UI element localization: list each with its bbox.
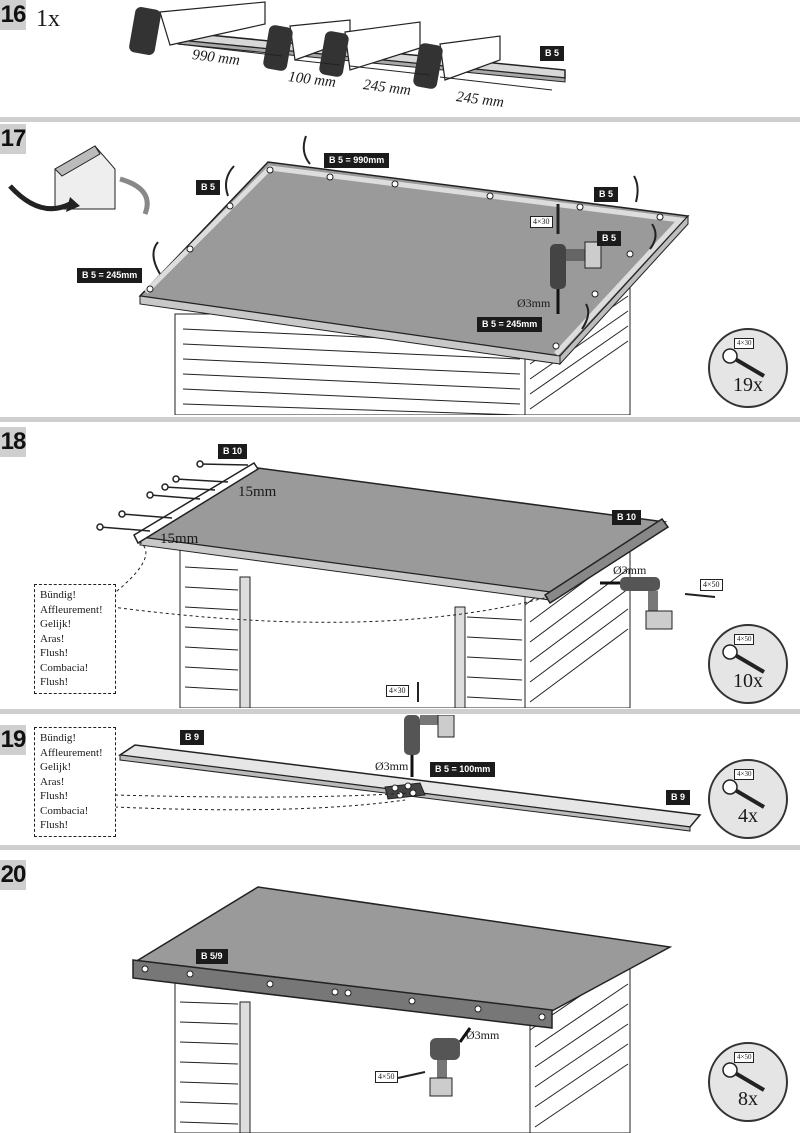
- step-17: 17: [0, 124, 800, 415]
- step-separator: [0, 709, 800, 714]
- part-label-b10-left: B 10: [218, 444, 248, 459]
- step-number: 18: [0, 427, 26, 457]
- screw-count-badge: 4×30 4x: [708, 759, 788, 839]
- part-label-b5-245-left: B 5 = 245mm: [77, 268, 143, 283]
- screw-size-label-top: 4×30: [386, 685, 409, 697]
- step-number: 17: [0, 124, 26, 154]
- roof-trim-illustration: [8, 135, 690, 415]
- part-label-b9-left: B 9: [180, 730, 205, 745]
- badge-screw-size: 4×50: [734, 634, 755, 645]
- flush-de: Bündig!: [40, 732, 77, 744]
- flush-fr: Affleurement!: [40, 746, 103, 759]
- screw-icon: [722, 644, 766, 674]
- part-label-b5-9: B 5/9: [196, 949, 228, 964]
- flush-it: Combacia!: [40, 804, 89, 817]
- step-number: 20: [0, 860, 26, 890]
- step-number: 16: [0, 0, 26, 30]
- part-label-b5-end: B 5: [597, 231, 622, 246]
- quantity-label: 1x: [36, 6, 60, 32]
- flush-tr: Aras!: [40, 775, 65, 788]
- gap-15mm-left: 15mm: [160, 531, 199, 547]
- flush-it: Combacia!: [40, 661, 89, 674]
- step-separator: [0, 845, 800, 850]
- step-19: 19 B 9 B 5 = 100mm B 9 Ø3mm Bündig! Affl…: [0, 715, 800, 843]
- screw-count-badge: 4×50 8x: [708, 1042, 788, 1122]
- flush-en: Flush!: [40, 647, 69, 659]
- step-18: 18: [0, 427, 800, 708]
- flush-de: Bündig!: [40, 589, 77, 601]
- flush-note: Bündig! Affleurement! Gelijk! Aras! Flus…: [34, 584, 116, 694]
- board-cutting-illustration: [129, 1, 566, 91]
- drill-diameter-label: Ø3mm: [375, 759, 409, 773]
- part-label-b5-990: B 5 = 990mm: [324, 153, 390, 168]
- part-label-b5-100: B 5 = 100mm: [430, 762, 496, 777]
- badge-count: 10x: [733, 670, 763, 692]
- screw-count-badge: 4×50 10x: [708, 624, 788, 704]
- screw-size-label: 4×50: [700, 579, 723, 591]
- part-label-b10-right: B 10: [612, 510, 642, 525]
- step-20: 20 B 5/9 Ø3mm 4×50: [0, 852, 800, 1133]
- badge-count: 19x: [733, 374, 763, 396]
- flush-en-2: Flush!: [40, 676, 69, 688]
- flush-note: Bündig! Affleurement! Gelijk! Aras! Flus…: [34, 727, 116, 837]
- screw-icon: [722, 348, 766, 378]
- badge-screw-size: 4×30: [734, 338, 755, 349]
- screw-icon: [722, 1062, 766, 1092]
- flush-en-2: Flush!: [40, 819, 69, 831]
- step-16: 16 1x B 5 990 mm 100 mm 245 mm 245 mm: [0, 0, 800, 116]
- flush-fr: Affleurement!: [40, 603, 103, 616]
- board-joining-illustration: [114, 715, 702, 832]
- gap-15mm-top: 15mm: [238, 484, 277, 500]
- step-separator: [0, 417, 800, 422]
- part-label-b5-245-right: B 5 = 245mm: [477, 317, 543, 332]
- badge-count: 8x: [738, 1088, 758, 1110]
- flush-nl: Gelijk!: [40, 618, 72, 630]
- badge-count: 4x: [738, 805, 758, 827]
- roof-edge-illustration: [96, 460, 716, 708]
- step-number: 19: [0, 725, 26, 755]
- flush-nl: Gelijk!: [40, 761, 72, 773]
- front-fascia-illustration: [132, 886, 673, 1133]
- flush-en: Flush!: [40, 790, 69, 802]
- screw-count-badge: 4×30 19x: [708, 328, 788, 408]
- flush-tr: Aras!: [40, 632, 65, 645]
- step-separator: [0, 117, 800, 122]
- part-label-b9-right: B 9: [666, 790, 691, 805]
- screw-size-label: 4×50: [375, 1071, 398, 1083]
- drill-diameter-label: Ø3mm: [466, 1028, 500, 1042]
- part-label-b5-left: B 5: [196, 180, 221, 195]
- screw-icon: [722, 779, 766, 809]
- part-label-b5-right: B 5: [594, 187, 619, 202]
- badge-screw-size: 4×30: [734, 769, 755, 780]
- screw-size-label: 4×30: [530, 216, 553, 228]
- badge-screw-size: 4×50: [734, 1052, 755, 1063]
- part-label: B 5: [540, 46, 565, 61]
- drill-diameter-label: Ø3mm: [517, 296, 551, 310]
- drill-diameter-label: Ø3mm: [613, 563, 647, 577]
